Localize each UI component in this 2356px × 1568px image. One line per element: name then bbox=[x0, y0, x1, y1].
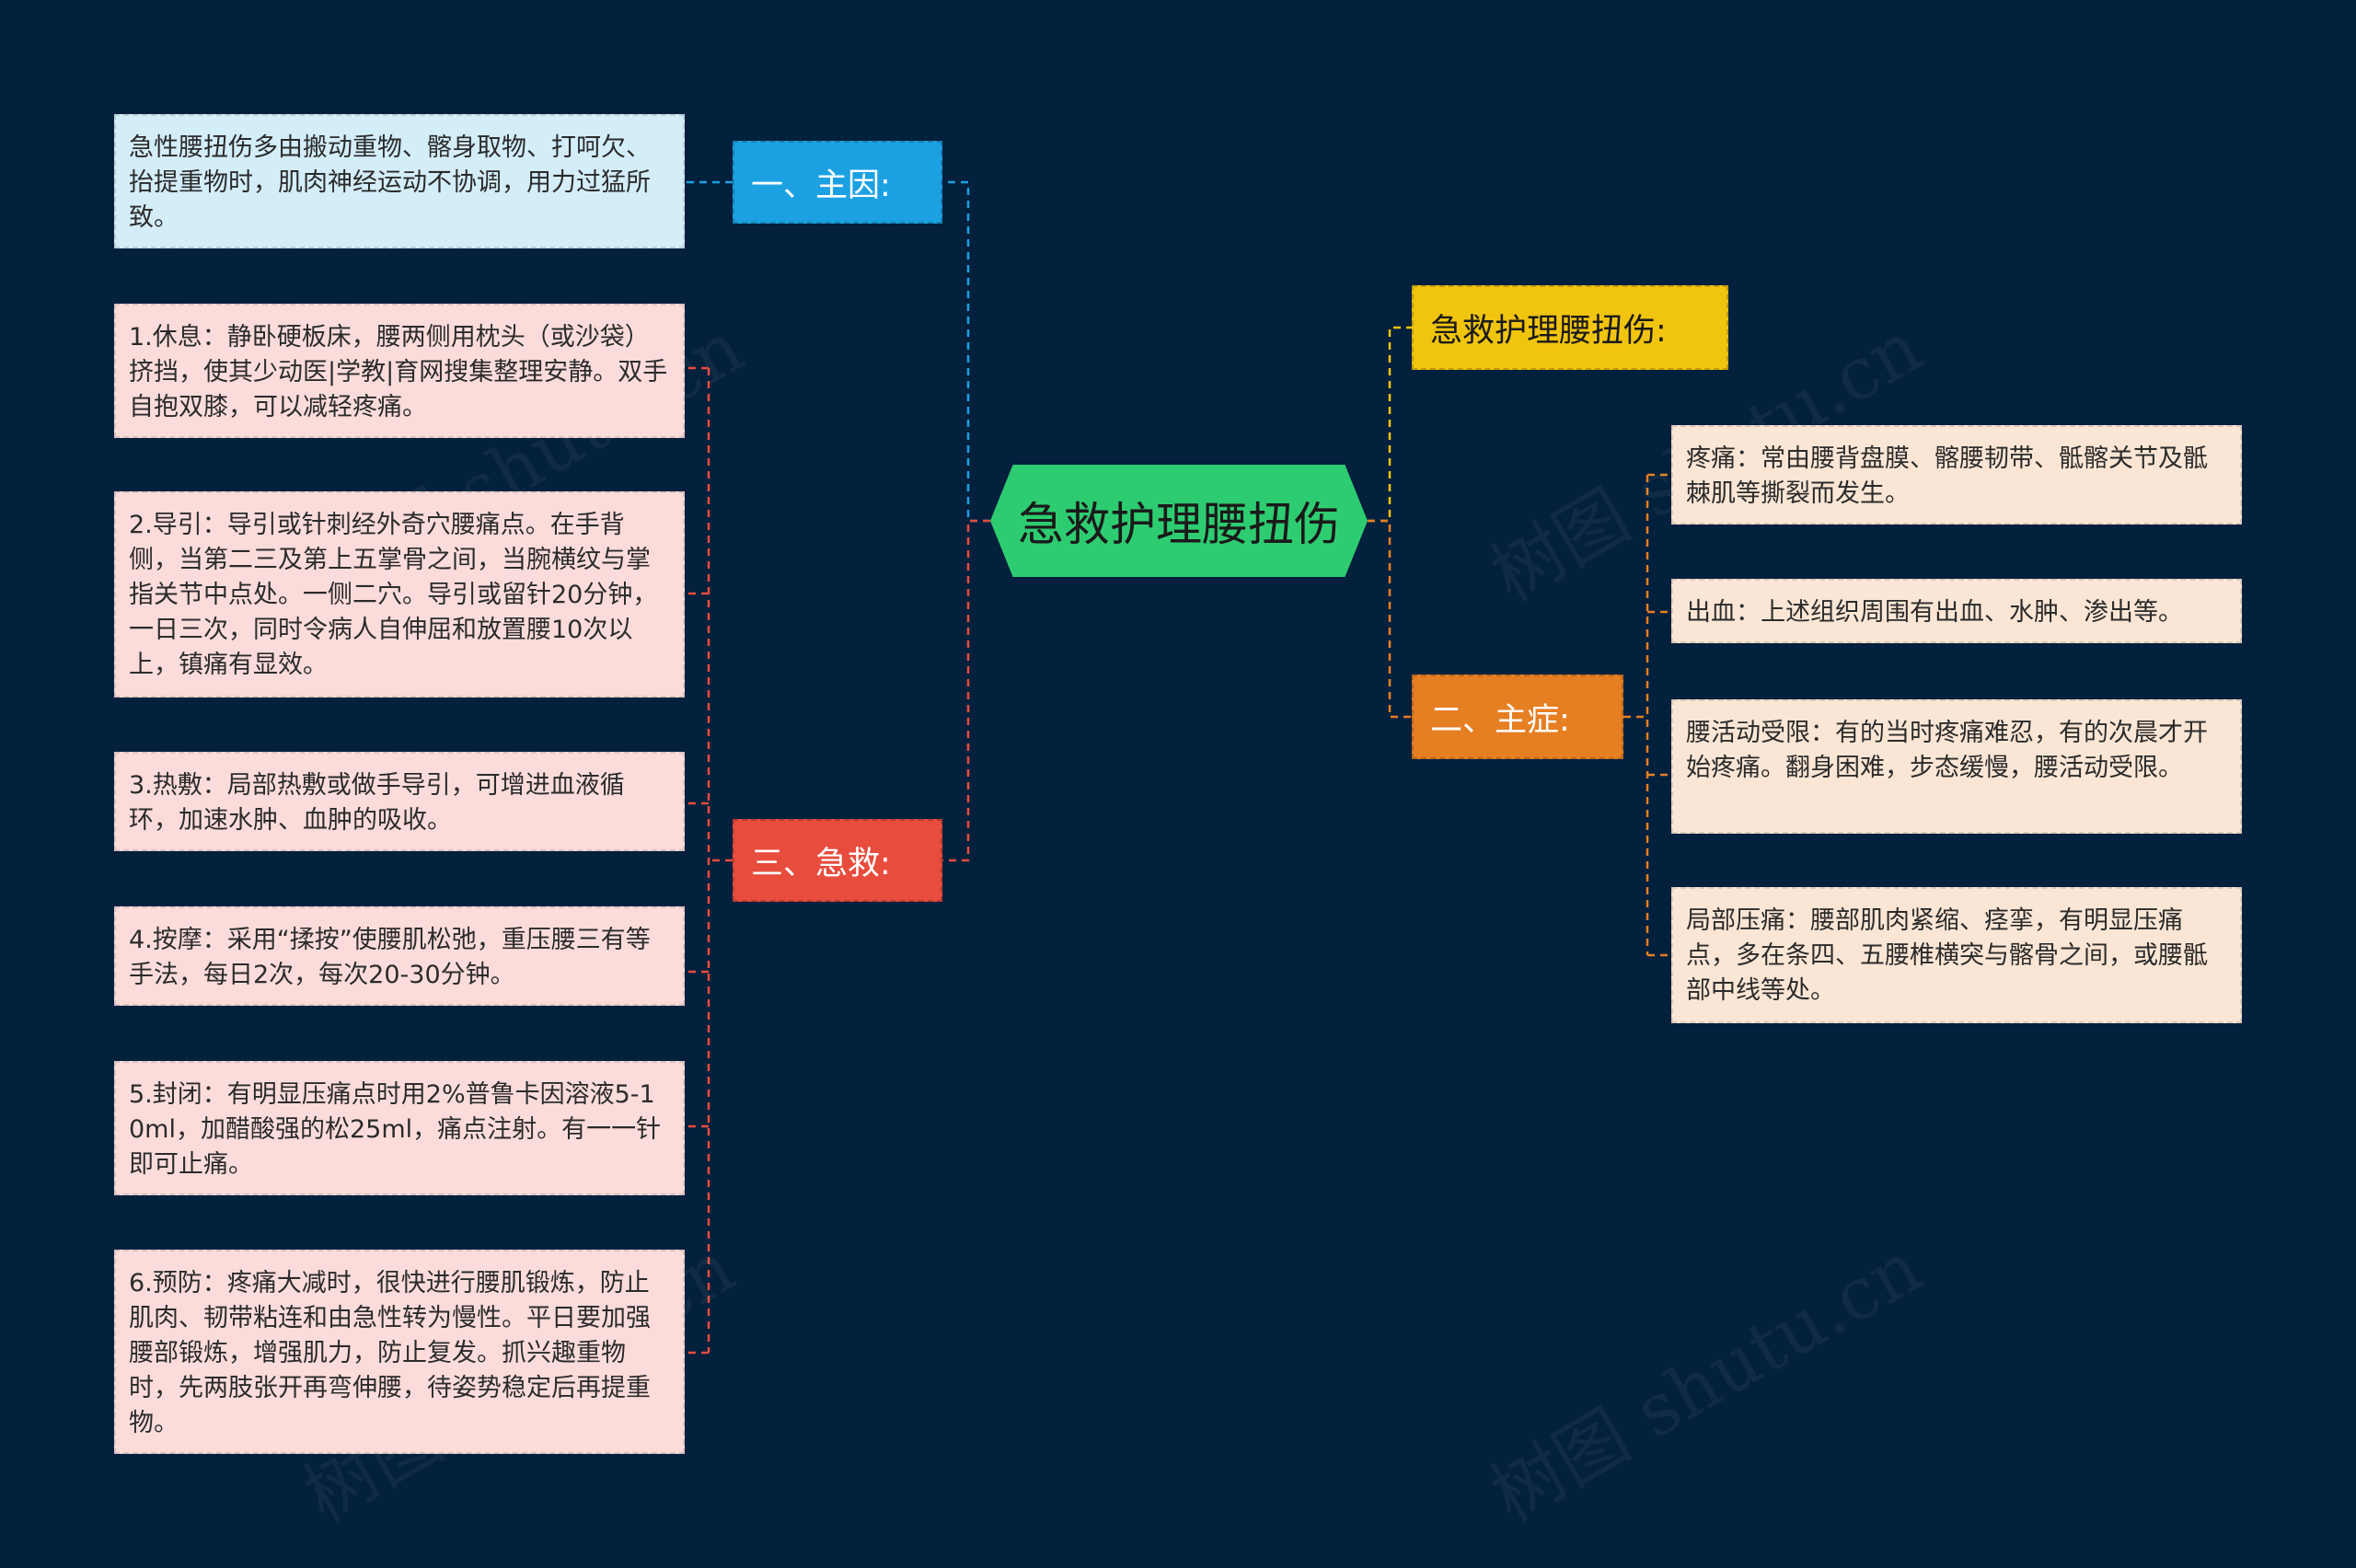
symptom-leaf-pain[interactable]: 疼痛：常由腰背盘膜、髂腰韧带、骶髂关节及骶棘肌等撕裂而发生。 bbox=[1671, 425, 2242, 525]
root-topic[interactable]: 急救护理腰扭伤 bbox=[990, 465, 1368, 577]
first-aid-leaf-guide[interactable]: 2.导引：导引或针刺经外奇穴腰痛点。在手背侧，当第二三及第上五掌骨之间，当腕横纹… bbox=[114, 491, 685, 698]
first-aid-leaf-massage[interactable]: 4.按摩：采用“揉按”使腰肌松弛，重压腰三有等手法，每日2次，每次20-30分钟… bbox=[114, 906, 685, 1006]
link-first-aid-leaves bbox=[685, 366, 709, 1355]
branch-title[interactable]: 急救护理腰扭伤: bbox=[1412, 285, 1728, 370]
link-symptoms-trunk bbox=[1623, 475, 1649, 955]
cause-leaf[interactable]: 急性腰扭伤多由搬动重物、髂身取物、打呵欠、抬提重物时，肌肉神经运动不协调，用力过… bbox=[114, 114, 685, 248]
link-root-first-aid bbox=[942, 519, 990, 862]
first-aid-leaf-block[interactable]: 5.封闭：有明显压痛点时用2%普鲁卡因溶液5-10ml，加醋酸强的松25ml，痛… bbox=[114, 1061, 685, 1195]
link-root-symptoms bbox=[1368, 519, 1412, 719]
branch-symptoms[interactable]: 二、主症: bbox=[1412, 674, 1623, 759]
link-root-title bbox=[1368, 326, 1412, 523]
link-symptoms-leaves bbox=[1647, 473, 1671, 957]
link-root-cause bbox=[942, 180, 990, 523]
first-aid-leaf-prevent[interactable]: 6.预防：疼痛大减时，很快进行腰肌锻炼，防止肌肉、韧带粘连和由急性转为慢性。平日… bbox=[114, 1250, 685, 1454]
symptom-leaf-mobility[interactable]: 腰活动受限：有的当时疼痛难忍，有的次晨才开始疼痛。翻身困难，步态缓慢，腰活动受限… bbox=[1671, 699, 2242, 834]
branch-first-aid[interactable]: 三、急救: bbox=[733, 819, 942, 902]
symptom-leaf-tenderness[interactable]: 局部压痛：腰部肌肉紧缩、痉挛，有明显压痛点，多在条四、五腰椎横突与髂骨之间，或腰… bbox=[1671, 887, 2242, 1023]
first-aid-leaf-rest[interactable]: 1.休息：静卧硬板床，腰两侧用枕头（或沙袋）挤挡，使其少动医|学教|育网搜集整理… bbox=[114, 304, 685, 438]
link-first-aid-trunk bbox=[707, 368, 733, 1353]
branch-cause[interactable]: 一、主因: bbox=[733, 141, 942, 224]
symptom-leaf-bleeding[interactable]: 出血：上述组织周围有出血、水肿、渗出等。 bbox=[1671, 579, 2242, 643]
first-aid-leaf-heat[interactable]: 3.热敷：局部热敷或做手导引，可增进血液循环，加速水肿、血肿的吸收。 bbox=[114, 752, 685, 851]
